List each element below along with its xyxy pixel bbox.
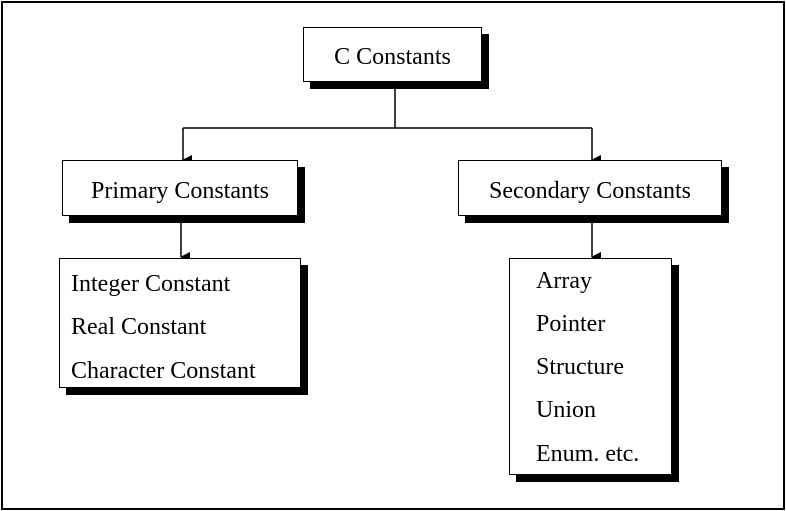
list-item: Structure (536, 354, 624, 380)
list-item: Character Constant (71, 358, 256, 384)
list-item: Array (536, 268, 592, 294)
secondary-items-box: Array Pointer Structure Union Enum. etc. (509, 258, 672, 475)
secondary-constants-label: Secondary Constants (489, 178, 691, 204)
list-item: Real Constant (71, 314, 207, 340)
root-node-label: C Constants (334, 44, 451, 70)
root-node-box: C Constants (303, 27, 482, 82)
primary-items-box: Integer Constant Real Constant Character… (59, 258, 301, 388)
list-item: Enum. etc. (536, 441, 640, 467)
primary-constants-box: Primary Constants (62, 160, 298, 216)
list-item: Integer Constant (71, 271, 231, 297)
primary-constants-label: Primary Constants (91, 178, 269, 204)
secondary-constants-box: Secondary Constants (458, 160, 722, 216)
list-item: Union (536, 397, 596, 423)
list-item: Pointer (536, 311, 606, 337)
